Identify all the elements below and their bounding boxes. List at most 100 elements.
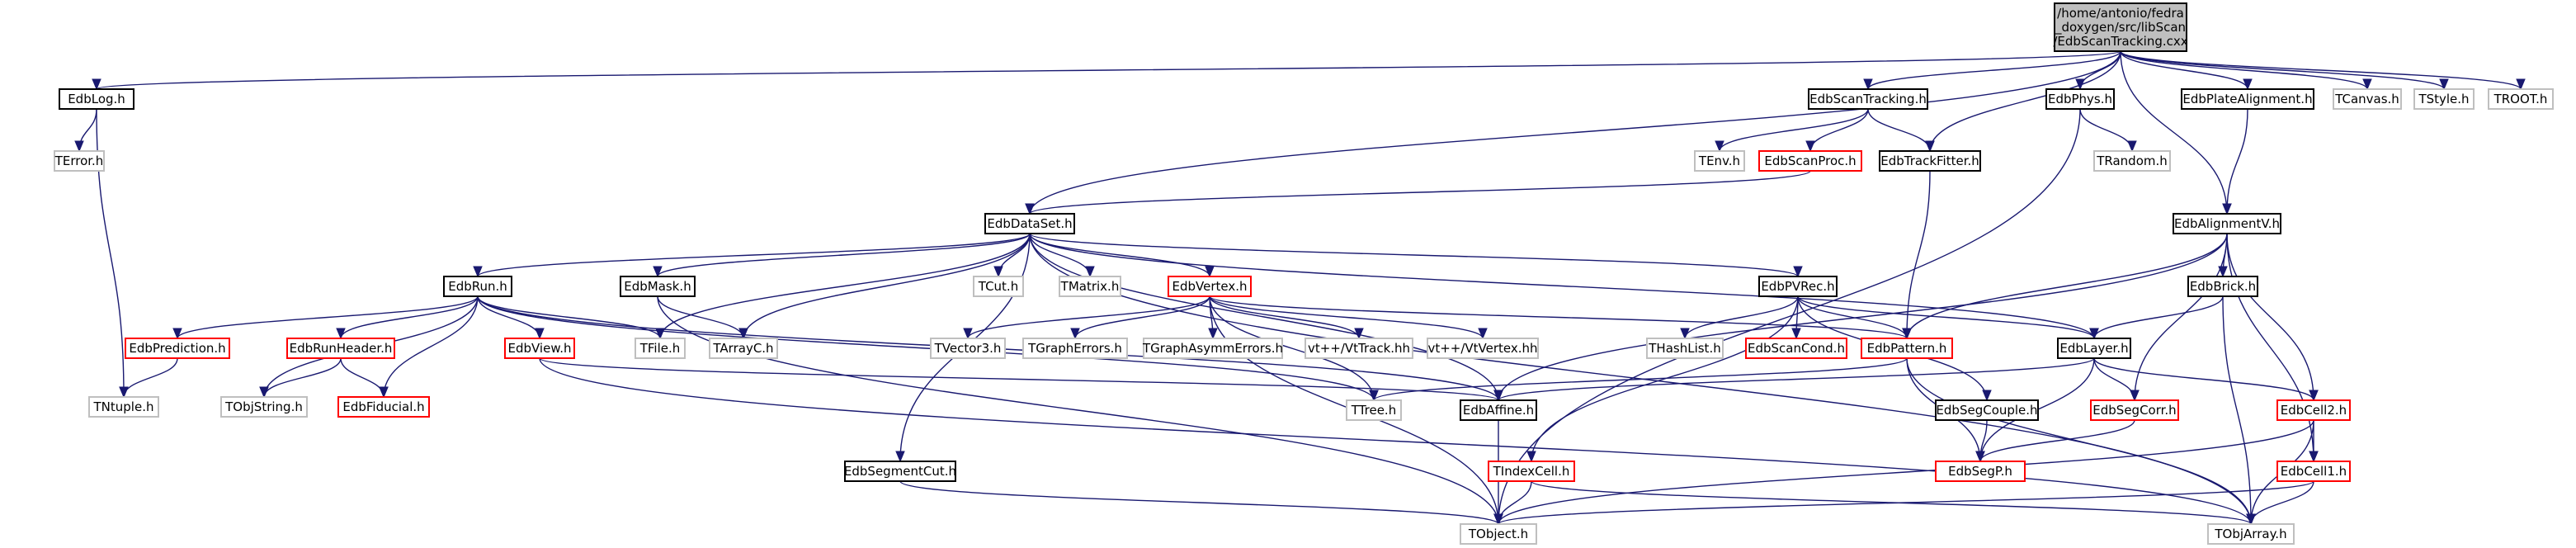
node-TIndexCell[interactable]: TIndexCell.h: [1488, 461, 1575, 482]
node-label: THashList.h: [1648, 341, 1720, 356]
node-box: [1346, 399, 1402, 421]
node-TObjString[interactable]: TObjString.h: [220, 396, 308, 418]
node-TError[interactable]: TError.h: [54, 150, 105, 172]
node-box: [1143, 338, 1283, 359]
node-box: [286, 338, 395, 359]
node-box: [1488, 461, 1575, 482]
edge-EdbVertex-TGraphErrors: [1070, 295, 1210, 340]
node-EdbBrick[interactable]: EdbBrick.h: [2187, 276, 2258, 297]
edge-EdbMask-TArrayC: [657, 295, 748, 340]
node-EdbRunHeader[interactable]: EdbRunHeader.h: [286, 338, 395, 359]
node-TObject[interactable]: TObject.h: [1460, 523, 1537, 545]
node-EdbScanTracking[interactable]: EdbScanTracking.h: [1808, 88, 1928, 110]
edge-EdbPattern-TTree: [1369, 357, 1908, 402]
node-box: [1427, 338, 1539, 359]
node-label: TROOT.h: [2493, 92, 2548, 106]
node-TCut[interactable]: TCut.h: [973, 276, 1024, 297]
node-VtVertex[interactable]: vt++/VtVertex.hh: [1427, 338, 1539, 359]
node-label: EdbScanTracking.h: [1809, 92, 1927, 106]
node-EdbView[interactable]: EdbView.h: [504, 338, 575, 359]
edge-EdbView-EdbAffine: [539, 357, 1503, 402]
edge-EdbCell1-TObjArray: [2246, 480, 2314, 526]
node-label: EdbCell1.h: [2281, 464, 2347, 479]
node-EdbCell1[interactable]: EdbCell1.h: [2276, 461, 2351, 482]
node-EdbMask[interactable]: EdbMask.h: [620, 276, 696, 297]
node-box: [2207, 523, 2295, 545]
node-TRandom[interactable]: TRandom.h: [2093, 150, 2171, 172]
node-TCanvas[interactable]: TCanvas.h: [2333, 88, 2402, 110]
node-TGraphAsymmErrors[interactable]: TGraphAsymmErrors.h: [1142, 338, 1283, 359]
node-EdbRun[interactable]: EdbRun.h: [443, 276, 512, 297]
node-label: TObject.h: [1468, 527, 1528, 541]
node-EdbAlignmentV[interactable]: EdbAlignmentV.h: [2173, 213, 2281, 234]
node-box: [59, 88, 134, 110]
edge-EdbPVRec-EdbLayer: [1797, 295, 2099, 340]
edge-EdbVertex-TVector3: [963, 295, 1210, 340]
node-EdbFiducial[interactable]: EdbFiducial.h: [337, 396, 430, 418]
node-box: [2173, 213, 2281, 234]
node-TGraphErrors[interactable]: TGraphErrors.h: [1022, 338, 1128, 359]
node-label: EdbPrediction.h: [129, 341, 225, 356]
node-EdbVertex[interactable]: EdbVertex.h: [1168, 276, 1252, 297]
node-box: [709, 338, 778, 359]
node-EdbPattern[interactable]: EdbPattern.h: [1861, 338, 1953, 359]
edge-EdbPVRec-THashList: [1680, 295, 1799, 340]
node-label: EdbMask.h: [624, 279, 691, 294]
node-TVector3[interactable]: TVector3.h: [930, 338, 1006, 359]
edge-root-EdbScanTracking: [1863, 50, 2121, 91]
node-TNtupleB[interactable]: TNtuple.h: [88, 396, 159, 418]
node-EdbPVRec[interactable]: EdbPVRec.h: [1758, 276, 1838, 297]
edge-EdbDataSet-EdbPVRec: [1029, 233, 1803, 278]
node-TObjArray[interactable]: TObjArray.h: [2207, 523, 2295, 545]
edge-EdbAlignmentV-EdbAffine: [1493, 233, 2228, 402]
node-box: [1059, 276, 1121, 297]
node-box: [220, 396, 308, 418]
edge-EdbSegmentCut-TObject: [899, 480, 1503, 526]
node-EdbSegCouple[interactable]: EdbSegCouple.h: [1935, 399, 2039, 421]
node-EdbLog[interactable]: EdbLog.h: [59, 88, 134, 110]
node-label: EdbFiducial.h: [342, 399, 424, 414]
node-TStyle[interactable]: TStyle.h: [2413, 88, 2475, 110]
node-EdbSegCorr[interactable]: EdbSegCorr.h: [2090, 399, 2179, 421]
node-EdbAffine[interactable]: EdbAffine.h: [1460, 399, 1537, 421]
edge-EdbRunHeader-TObjString: [259, 357, 342, 399]
node-EdbCell2[interactable]: EdbCell2.h: [2276, 399, 2351, 421]
node-TArrayC[interactable]: TArrayC.h: [709, 338, 778, 359]
edge-EdbRun-EdbPrediction: [172, 295, 479, 340]
node-TROOT[interactable]: TROOT.h: [2488, 88, 2554, 110]
node-label: TRandom.h: [2096, 154, 2168, 168]
node-EdbScanCond[interactable]: EdbScanCond.h: [1745, 338, 1847, 359]
node-TMatrix[interactable]: TMatrix.h: [1059, 276, 1121, 297]
edge-EdbVertex-VtTrack: [1209, 295, 1364, 340]
node-EdbSegP[interactable]: EdbSegP.h: [1935, 461, 2026, 482]
node-box: [1646, 338, 1724, 359]
node-box: [844, 461, 956, 482]
node-EdbTrackFitter[interactable]: EdbTrackFitter.h: [1879, 150, 1981, 172]
node-EdbPrediction[interactable]: EdbPrediction.h: [125, 338, 230, 359]
edge-root-TROOT: [2120, 50, 2526, 91]
node-box: [1861, 338, 1953, 359]
node-TTree[interactable]: TTree.h: [1346, 399, 1402, 421]
node-EdbLayer[interactable]: EdbLayer.h: [2057, 338, 2131, 359]
node-THashList[interactable]: THashList.h: [1646, 338, 1724, 359]
node-box: [2054, 2, 2187, 52]
node-box: [1808, 88, 1928, 110]
node-VtTrack[interactable]: vt++/VtTrack.hh: [1305, 338, 1413, 359]
node-TEnv[interactable]: TEnv.h: [1694, 150, 1745, 172]
node-label: TIndexCell.h: [1493, 464, 1570, 479]
node-EdbPlateAlignment[interactable]: EdbPlateAlignment.h: [2181, 88, 2314, 110]
node-EdbSegmentCut[interactable]: EdbSegmentCut.h: [844, 461, 956, 482]
node-EdbDataSet[interactable]: EdbDataSet.h: [984, 213, 1075, 234]
node-label: EdbTrackFitter.h: [1880, 154, 1979, 168]
edge-EdbRun-EdbView: [477, 295, 545, 340]
node-EdbPhys[interactable]: EdbPhys.h: [2045, 88, 2115, 110]
node-TFile[interactable]: TFile.h: [635, 338, 686, 359]
node-box: [1879, 150, 1981, 172]
edge-EdbBrick-EdbLayer: [2089, 295, 2224, 340]
node-EdbScanProc[interactable]: EdbScanProc.h: [1758, 150, 1862, 172]
edge-EdbPlateAlignment-EdbAlignmentV: [2222, 108, 2248, 215]
node-label: EdbPattern.h: [1867, 341, 1947, 356]
node-root[interactable]: /home/antonio/fedra_doxygen/src/libScan/…: [2053, 2, 2188, 52]
node-box: [2276, 399, 2351, 421]
